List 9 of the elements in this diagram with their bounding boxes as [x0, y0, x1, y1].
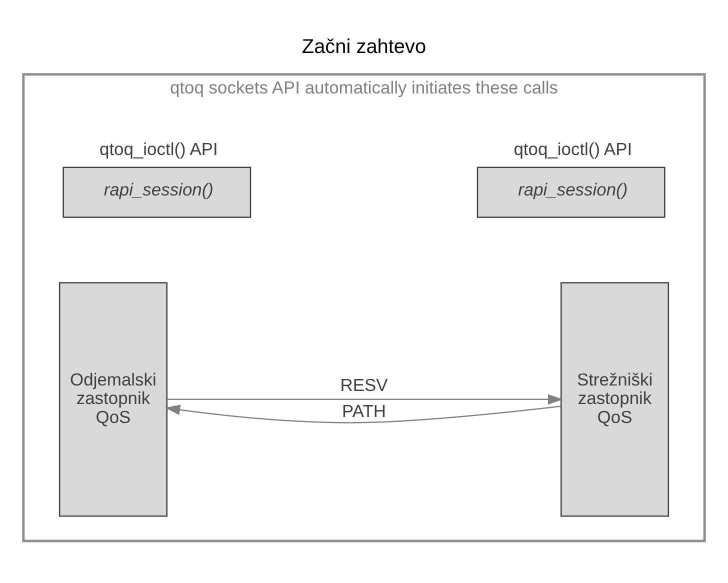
arrow	[166, 394, 563, 405]
arrow	[165, 404, 561, 424]
node-box: Odjemalski zastopnik QoS	[58, 282, 168, 517]
edge-label: RESV	[340, 374, 388, 395]
edge-label: PATH	[342, 401, 386, 422]
diagram-title: Začni zahtevo	[302, 36, 426, 58]
node-label: qtoq_ioctl() API	[514, 139, 632, 160]
node-box: Strežniški zastopnik QoS	[560, 282, 670, 517]
node-label: qtoq_ioctl() API	[100, 139, 218, 160]
